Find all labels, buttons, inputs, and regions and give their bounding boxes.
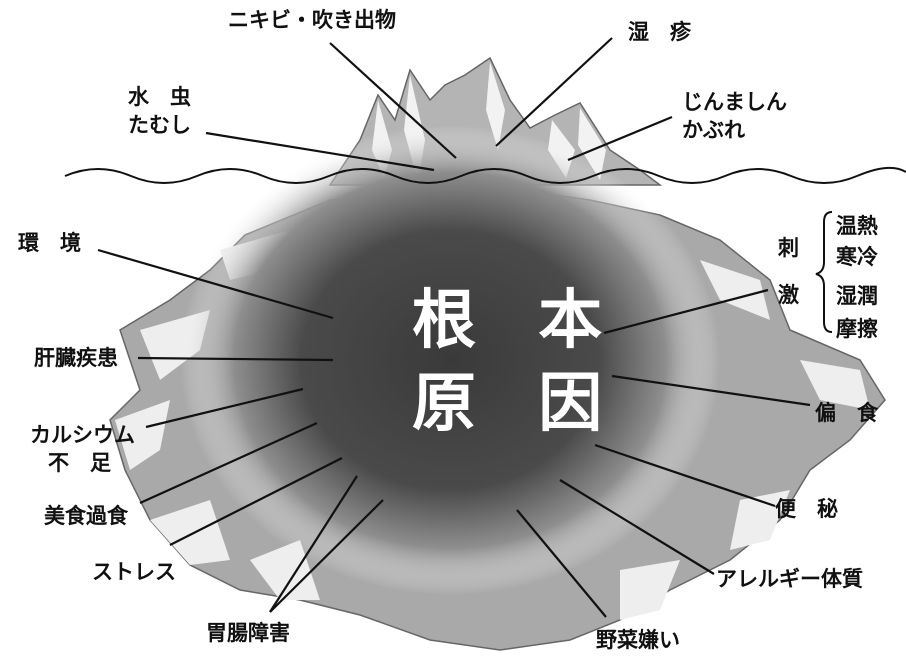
label-kankyo: 環 境 xyxy=(18,231,81,255)
label-yasai: 野菜嫌い xyxy=(596,628,680,652)
leader-stress xyxy=(169,457,343,546)
leader-kanzo xyxy=(137,356,334,362)
leader-henshoku xyxy=(611,374,811,407)
leader-benpi xyxy=(594,443,776,508)
label-stim-4: 摩擦 xyxy=(836,317,878,341)
label-bishoku: 美食過食 xyxy=(44,504,128,528)
label-nikibi: ニキビ・吹き出物 xyxy=(228,8,396,32)
label-jinmashin-1: じんましん xyxy=(682,90,787,114)
label-kanzo: 肝臓疾患 xyxy=(34,346,118,370)
label-stim-1: 温熱 xyxy=(836,214,878,238)
label-stim-3: 湿潤 xyxy=(836,284,878,308)
stimulus-brace xyxy=(815,211,833,333)
leader-ichou-1 xyxy=(269,499,384,613)
leader-bishoku xyxy=(139,421,318,505)
leader-shisshin xyxy=(495,37,613,147)
leader-mizumushi xyxy=(205,131,435,172)
label-shisshin: 湿 疹 xyxy=(628,20,691,44)
leader-lines xyxy=(97,37,811,618)
label-ichou: 胃腸障害 xyxy=(206,621,290,645)
leader-ichou-2 xyxy=(269,475,358,613)
label-allergy: アレルギー体質 xyxy=(716,567,863,591)
label-henshoku: 偏 食 xyxy=(815,401,878,425)
center-line-1: 根 本 xyxy=(412,284,623,358)
label-mizumushi-1: 水 虫 xyxy=(128,85,191,109)
leader-jinmashin xyxy=(567,115,673,162)
label-shigeki-1: 刺 xyxy=(778,236,799,260)
leader-nikibi xyxy=(329,42,457,159)
label-mizumushi-2: たむし xyxy=(128,113,191,137)
water-line xyxy=(64,166,906,184)
center-line-2: 原 因 xyxy=(412,367,623,441)
root-cause-glow xyxy=(180,125,720,595)
label-stress: ストレス xyxy=(92,560,176,584)
leader-calcium xyxy=(145,387,304,429)
label-shigeki-2: 激 xyxy=(778,283,799,307)
label-calcium-1: カルシウム xyxy=(30,423,135,447)
leader-kankyo xyxy=(97,248,334,320)
label-calcium-2: 不 足 xyxy=(48,451,111,475)
label-benpi: 便 秘 xyxy=(775,497,838,521)
leader-yasai xyxy=(516,509,607,618)
label-jinmashin-2: かぶれ xyxy=(682,118,745,142)
leader-allergy xyxy=(559,479,715,575)
leader-shigeki xyxy=(603,288,769,335)
label-stim-2: 寒冷 xyxy=(836,245,878,269)
